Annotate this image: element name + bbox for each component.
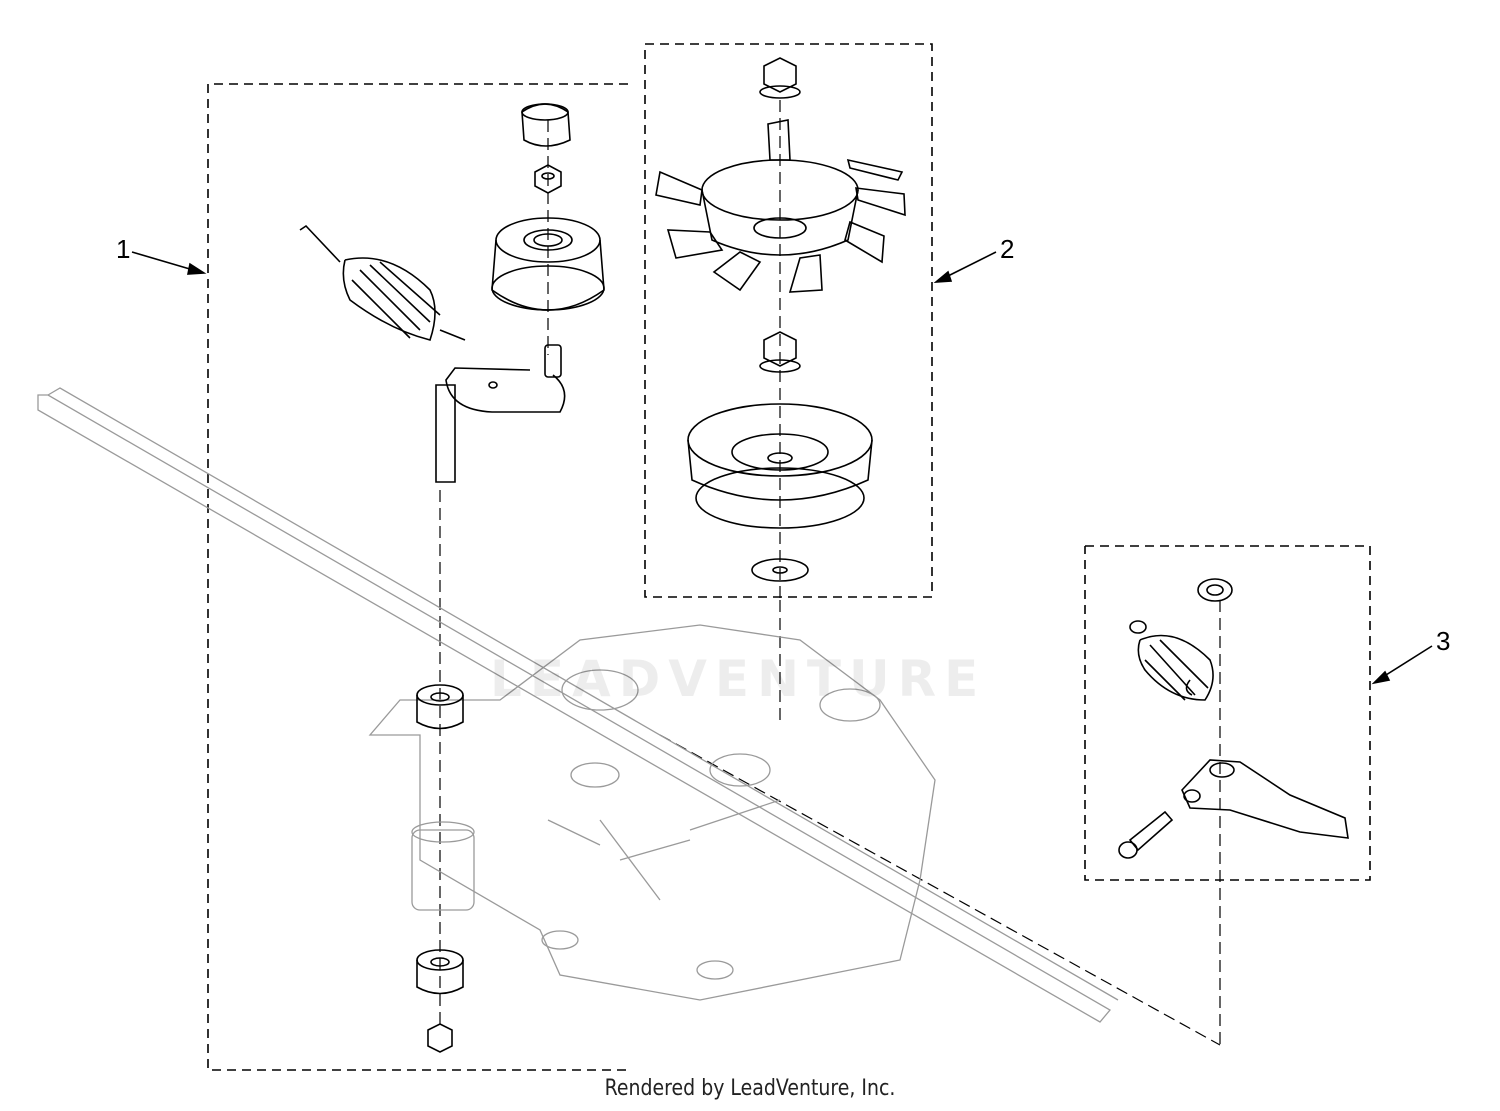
spring-small [1130,621,1213,700]
flange-nut-top [760,58,800,98]
hex-nut-small [535,165,561,193]
group-2-box [645,44,932,597]
transaxle-housing [370,625,935,1000]
lock-washer [1198,579,1232,601]
idler-arm [436,345,565,482]
callout-3[interactable]: 3 [1436,626,1451,656]
hex-nut-bottom [428,1024,452,1052]
dust-cap [522,104,570,146]
shoulder-bolt [1119,812,1172,858]
brake-lever [1182,760,1348,838]
cooling-fan [656,120,905,292]
drive-pulley [688,404,872,528]
idler-pulley [492,218,604,310]
flange-nut-mid [760,332,800,372]
watermark: LEADVENTURE [490,650,987,708]
callout-2[interactable]: 2 [1000,234,1015,264]
group-3-box [1085,546,1370,880]
callout-1[interactable]: 1 [116,234,131,264]
washer [752,559,808,581]
bearing-upper [417,685,463,729]
bearing-lower [417,950,463,994]
axle-shaft [38,388,1118,1022]
extension-spring [300,226,465,340]
footer-credit: Rendered by LeadVenture, Inc. [604,1076,896,1101]
group-1-box [208,84,628,1070]
